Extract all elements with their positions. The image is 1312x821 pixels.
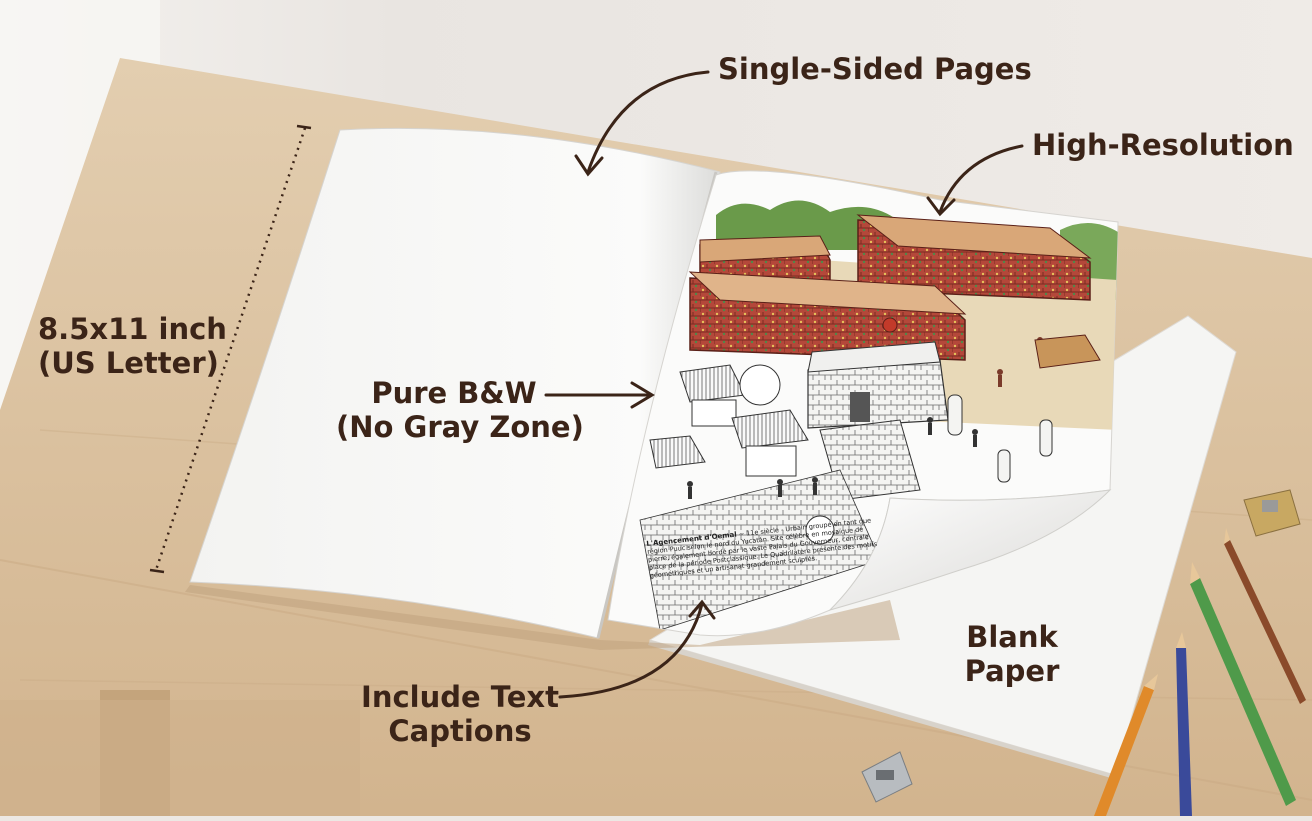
pencil-orange bbox=[1094, 674, 1158, 816]
pencil-brown bbox=[1224, 528, 1306, 704]
sharpener-icon bbox=[861, 751, 913, 803]
label-size-line1: 8.5x11 inch bbox=[38, 312, 227, 346]
label-size-line2: (US Letter) bbox=[38, 346, 219, 380]
pencil-blue bbox=[1176, 632, 1192, 816]
label-pure-bw: Pure B&W (No Gray Zone) bbox=[336, 376, 584, 444]
label-include-line2: Captions bbox=[388, 714, 532, 748]
label-size: 8.5x11 inch (US Letter) bbox=[38, 312, 227, 380]
label-high-resolution: High-Resolution bbox=[1032, 128, 1294, 162]
label-include-line1: Include Text bbox=[361, 680, 559, 714]
label-pure-bw-line1: Pure B&W bbox=[371, 376, 537, 410]
arrow-include-captions bbox=[558, 602, 704, 699]
page-curl bbox=[828, 489, 1112, 612]
measurement-line bbox=[149, 124, 312, 574]
label-include-captions: Include Text Captions bbox=[360, 680, 560, 748]
arrows bbox=[544, 70, 1024, 699]
label-blank-line1: Blank bbox=[966, 620, 1058, 654]
arrow-single-sided bbox=[586, 70, 710, 174]
sharpener-icon bbox=[1243, 489, 1301, 537]
label-pure-bw-line2: (No Gray Zone) bbox=[336, 410, 584, 444]
label-blank-line2: Paper bbox=[964, 654, 1060, 688]
label-single-sided: Single-Sided Pages bbox=[718, 52, 1032, 86]
pencil-green bbox=[1190, 562, 1296, 806]
arrow-high-resolution bbox=[938, 144, 1024, 214]
page-illustration bbox=[639, 200, 1118, 631]
stela bbox=[947, 394, 963, 436]
label-blank-paper: Blank Paper bbox=[952, 620, 1072, 688]
